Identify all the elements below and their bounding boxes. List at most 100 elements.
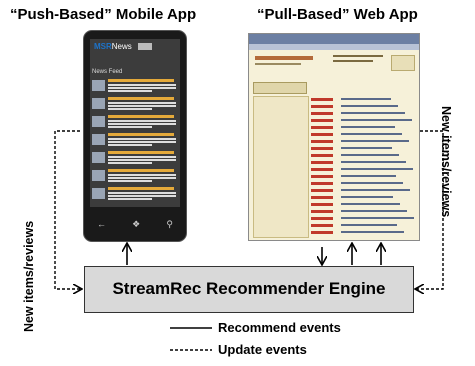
feed-headline: [108, 97, 174, 100]
item-title-line: [341, 203, 400, 205]
feed-text-line: [108, 162, 152, 164]
rating-stars: [311, 189, 333, 192]
legend-update-label: Update events: [218, 342, 307, 357]
header-text: [333, 60, 373, 62]
rating-stars: [311, 126, 333, 129]
rating-stars: [311, 147, 333, 150]
rating-stars: [311, 175, 333, 178]
item-title-line: [341, 98, 391, 100]
phone-nav-bar: ← ❖ ⚲: [84, 213, 186, 235]
item-title-line: [341, 189, 410, 191]
feed-item: [92, 187, 178, 202]
rating-stars: [311, 231, 333, 234]
feed-text-line: [108, 126, 152, 128]
feed-text-line: [108, 195, 176, 197]
rating-stars: [311, 210, 333, 213]
feed-text-line: [108, 87, 176, 89]
rating-stars: [311, 119, 333, 122]
item-title-line: [341, 231, 404, 233]
item-title-line: [341, 161, 406, 163]
back-icon: ←: [97, 219, 107, 229]
item-title-line: [341, 105, 398, 107]
feed-text-line: [108, 141, 176, 143]
feed-text-line: [108, 105, 176, 107]
rating-stars: [311, 140, 333, 143]
rating-stars: [311, 112, 333, 115]
web-app-title: “Pull-Based” Web App: [257, 6, 418, 23]
right-update-label: New items/reviews: [439, 106, 453, 218]
feed-thumbnail: [92, 116, 105, 127]
feed-item: [92, 79, 178, 94]
site-logo: [255, 56, 313, 60]
left-update-label: New items/reviews: [22, 220, 36, 332]
recommender-engine-box: StreamRec Recommender Engine: [84, 266, 414, 313]
rating-stars: [311, 224, 333, 227]
left-sidebar: [253, 96, 309, 238]
feed-text-line: [108, 159, 176, 161]
feed-item: [92, 133, 178, 148]
engine-label: StreamRec Recommender Engine: [112, 279, 386, 298]
update-path-left: [54, 130, 81, 289]
item-title-line: [341, 119, 412, 121]
feed-headline: [108, 79, 174, 82]
rating-stars: [311, 203, 333, 206]
feed-text-line: [108, 144, 152, 146]
item-title-line: [341, 133, 402, 135]
rating-stars: [311, 161, 333, 164]
rating-stars: [311, 217, 333, 220]
feed-text-line: [108, 174, 176, 176]
rating-stars: [311, 182, 333, 185]
item-title-line: [341, 210, 407, 212]
search-icon: ⚲: [166, 218, 173, 229]
feed-text-line: [108, 120, 176, 122]
feed-text-line: [108, 108, 152, 110]
feed-headline: [108, 187, 174, 190]
msr-news-logo: MSRNews: [94, 42, 132, 51]
feed-item: [92, 115, 178, 130]
item-title-line: [341, 175, 396, 177]
phone-screen: MSRNews News Feed: [90, 39, 180, 207]
rating-stars: [311, 133, 333, 136]
header-text: [333, 55, 383, 57]
rating-stars: [311, 154, 333, 157]
update-path-right: [416, 130, 444, 289]
feed-headline: [108, 151, 174, 154]
feed-item: [92, 97, 178, 112]
feed-text-line: [108, 102, 176, 104]
feed-headline: [108, 133, 174, 136]
item-title-line: [341, 217, 414, 219]
item-title-line: [341, 140, 409, 142]
windows-icon: ❖: [132, 218, 141, 229]
item-title-line: [341, 168, 413, 170]
item-title-line: [341, 147, 392, 149]
item-title-line: [341, 112, 405, 114]
site-tagline: [255, 63, 301, 65]
feed-text-line: [108, 198, 152, 200]
item-title-line: [341, 224, 397, 226]
feed-text-line: [108, 123, 176, 125]
web-app-screenshot: [248, 33, 420, 241]
legend-recommend-label: Recommend events: [218, 320, 341, 335]
feed-thumbnail: [92, 152, 105, 163]
browser-toolbar: [249, 34, 419, 44]
feed-text-line: [108, 156, 176, 158]
feed-item: [92, 169, 178, 184]
feed-thumbnail: [92, 134, 105, 145]
item-title-line: [341, 196, 393, 198]
rating-stars: [311, 168, 333, 171]
browser-tabs: [249, 44, 419, 50]
news-feed-heading: News Feed: [92, 69, 123, 75]
feed-text-line: [108, 180, 152, 182]
mobile-app-title: “Push-Based” Mobile App: [10, 6, 197, 23]
feed-text-line: [108, 138, 176, 140]
header-image: [138, 43, 152, 50]
item-title-line: [341, 182, 403, 184]
feed-text-line: [108, 84, 176, 86]
feed-thumbnail: [92, 80, 105, 91]
item-title-line: [341, 126, 395, 128]
page-tabs: [253, 82, 307, 94]
rating-stars: [311, 196, 333, 199]
rating-stars: [311, 105, 333, 108]
feed-text-line: [108, 90, 152, 92]
